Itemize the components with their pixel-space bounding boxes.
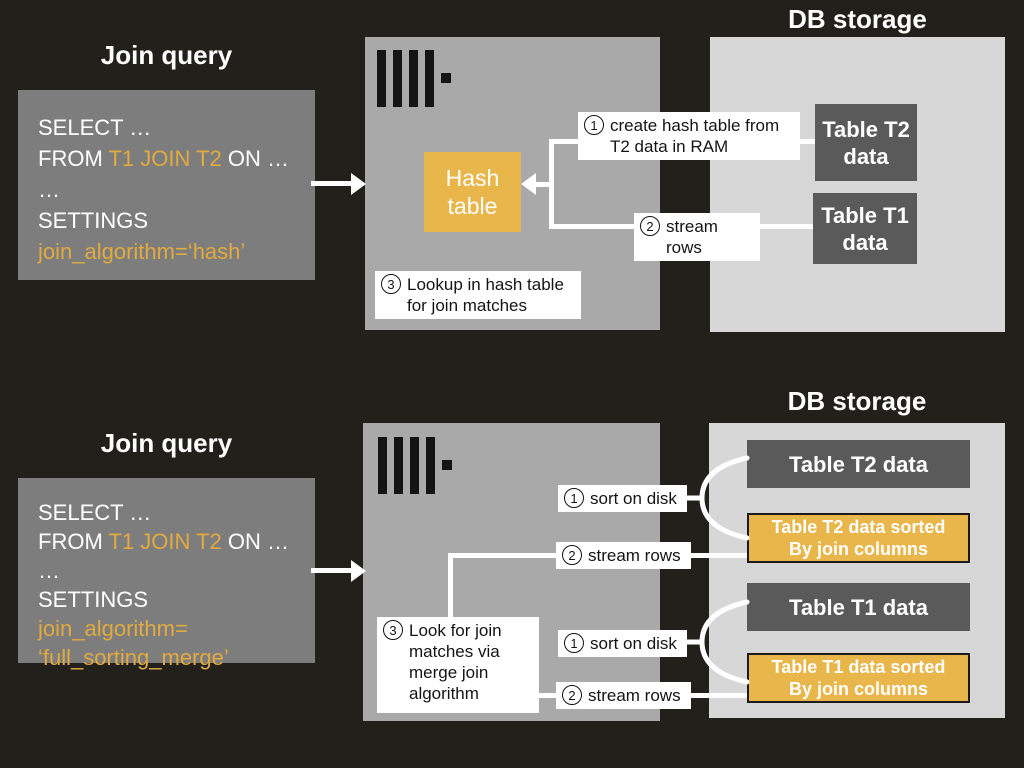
step-label-stream-t2: 2 stream rows — [556, 542, 691, 569]
connector-line — [537, 693, 558, 698]
step-text: stream rows — [588, 546, 681, 565]
code-line-setting: ‘full_sorting_merge’ — [38, 645, 229, 670]
connector-line — [549, 139, 554, 229]
code-line: SELECT … — [38, 115, 152, 140]
step-number: 1 — [564, 488, 584, 508]
hash-table-box: Hash table — [424, 152, 521, 232]
step-number: 2 — [562, 545, 582, 565]
step-label-stream-rows: 2 stream rows — [634, 213, 760, 261]
code-line: SETTINGS — [38, 587, 149, 612]
step-label-create-hash: 1 create hash table from T2 data in RAM — [578, 112, 800, 160]
connector-line — [689, 693, 747, 698]
left-arrow-icon — [521, 173, 536, 195]
step-number: 2 — [640, 216, 660, 236]
query-to-server-arrow-line — [311, 568, 352, 573]
merge-join-query-code: SELECT … FROM T1 JOIN T2 ON … … SETTINGS… — [38, 498, 289, 672]
code-highlight: T1 JOIN T2 — [108, 146, 222, 171]
code-line-setting: join_algorithm=‘hash’ — [38, 239, 246, 264]
code-line: FROM T1 JOIN T2 ON … — [38, 146, 290, 171]
table-t2-data-box: Table T2 data — [815, 104, 917, 181]
table-t1-data-box: Table T1 data — [747, 583, 970, 631]
code-highlight: T1 JOIN T2 — [108, 529, 222, 554]
table-t2-data-box: Table T2 data — [747, 440, 970, 488]
step-label-stream-t1: 2 stream rows — [556, 682, 691, 709]
step-label-sort-t2: 1 sort on disk — [558, 485, 687, 512]
step-text: create hash table from T2 data in RAM — [610, 116, 780, 156]
step-label-lookup: 3 Lookup in hash table for join matches — [375, 271, 581, 319]
connector-line — [448, 553, 560, 558]
step-text: Look for join matches via merge join alg… — [409, 621, 502, 703]
step-label-sort-t1: 1 sort on disk — [558, 630, 687, 657]
step-text: stream rows — [666, 217, 718, 257]
step-label-merge-join: 3 Look for join matches via merge join a… — [377, 617, 539, 713]
merge-join-query-title: Join query — [100, 428, 233, 458]
clickhouse-logo-icon — [378, 437, 452, 494]
hash-join-query-box — [18, 90, 315, 280]
code-line: … — [38, 177, 60, 202]
step-text: stream rows — [588, 686, 681, 705]
query-to-server-arrow-line — [311, 181, 352, 186]
hash-join-query-code: SELECT … FROM T1 JOIN T2 ON … … SETTINGS… — [38, 112, 289, 267]
step-number: 2 — [562, 685, 582, 705]
code-line: SELECT … — [38, 500, 152, 525]
table-t2-sorted-box: Table T2 data sorted By join columns — [747, 513, 970, 563]
table-t1-data-box: Table T1 data — [813, 193, 917, 264]
db-storage-box-top — [710, 37, 1005, 332]
right-arrow-icon — [351, 173, 366, 195]
step-text: sort on disk — [590, 634, 677, 653]
connector-line — [448, 553, 453, 619]
connector-line — [689, 553, 747, 558]
step-number: 1 — [564, 633, 584, 653]
code-line: FROM T1 JOIN T2 ON … — [38, 529, 290, 554]
connector-line — [536, 182, 551, 187]
code-line-setting: join_algorithm= — [38, 616, 188, 641]
hash-join-query-title: Join query — [100, 40, 233, 70]
code-line: … — [38, 558, 60, 583]
right-arrow-icon — [351, 560, 366, 582]
step-text: sort on disk — [590, 489, 677, 508]
step-number: 3 — [383, 620, 403, 640]
db-storage-title-bottom: DB storage — [787, 386, 927, 416]
table-t1-sorted-box: Table T1 data sorted By join columns — [747, 653, 970, 703]
sort-fork-curves — [686, 455, 750, 685]
step-number: 3 — [381, 274, 401, 294]
db-storage-title-top: DB storage — [788, 4, 927, 34]
step-text: Lookup in hash table for join matches — [407, 275, 564, 315]
clickhouse-logo-icon — [377, 50, 451, 107]
step-number: 1 — [584, 115, 604, 135]
code-line: SETTINGS — [38, 208, 149, 233]
merge-join-query-box — [18, 478, 315, 663]
